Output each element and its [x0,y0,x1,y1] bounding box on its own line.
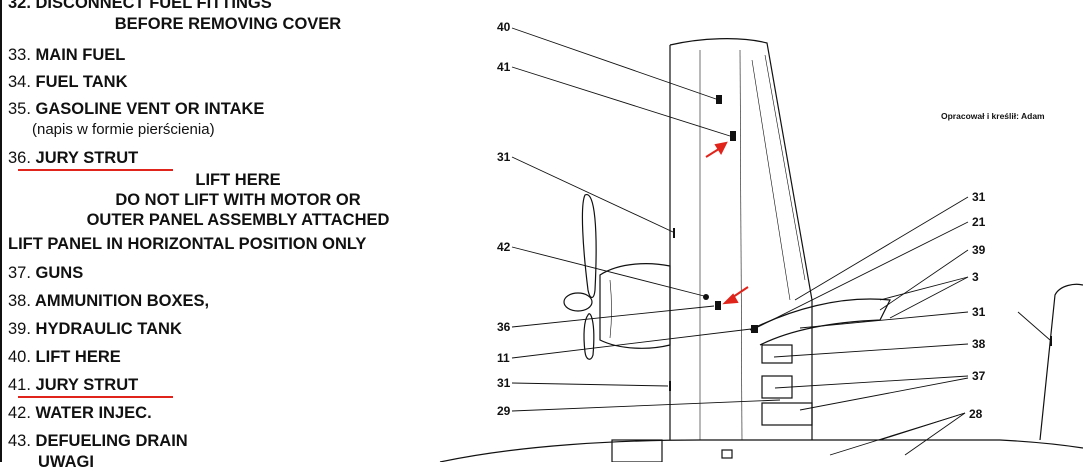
wing-panel-rib-2 [739,49,743,441]
callout-36: 36 [497,320,511,334]
callout-38: 38 [972,337,986,351]
callout-37: 37 [972,369,986,383]
legend-item-40: 40. LIFT HERE [8,348,121,366]
legend-item-43: 43. DEFUELING DRAIN [8,432,188,450]
leader-21 [757,221,969,328]
leader-3b [889,276,969,319]
legend-item-36-l3: OUTER PANEL ASSEMBLY ATTACHED [86,211,390,229]
leader-40 [511,27,717,100]
red-underline-36 [18,169,173,171]
legend-item-42: 42. WATER INJEC. [8,404,152,422]
fuselage-detail [721,449,733,459]
mark-31c [669,381,671,391]
leader-36 [511,305,715,328]
callout-31d: 31 [972,305,986,319]
red-arrow-41-head [714,141,728,156]
mark-31a [673,228,675,238]
leader-37 [774,375,969,389]
legend-item-34: 34. FUEL TANK [8,73,128,91]
callout-40: 40 [497,20,511,34]
leader-3a [879,276,969,301]
legend-item-36: 36. JURY STRUT [8,149,139,167]
leader-31d-right [1017,311,1051,341]
leader-28c [829,412,966,456]
legend-item-35-note: (napis w formie pierścienia) [32,121,215,138]
propeller-spinner [563,292,593,312]
legend-item-41: 41. JURY STRUT [8,376,139,394]
red-underline-41 [18,396,173,398]
legend-item-35: 35. GASOLINE VENT OR INTAKE [8,100,265,118]
legend-item-37: 37. GUNS [8,264,84,282]
callout-29: 29 [497,404,511,418]
legend-item-33: 33. MAIN FUEL [8,46,126,64]
callout-39: 39 [972,243,986,257]
mark-42 [703,294,709,300]
leader-31d-left [799,311,969,329]
red-arrow-36-head [722,293,739,305]
mark-40 [716,95,722,104]
box-28 [761,402,813,426]
fuselage-hatch [611,439,663,462]
leader-31a [511,156,674,233]
mark-31d [1050,336,1052,346]
legend-panel: 32. DISCONNECT FUEL FITTINGS BEFORE REMO… [0,0,462,471]
legend-item-36-l4: LIFT PANEL IN HORIZONTAL POSITION ONLY [8,235,367,253]
leader-28b [904,412,966,456]
leader-38 [773,343,969,358]
leader-42 [511,246,705,297]
mark-11 [751,325,758,333]
wing-panel-right-edge [669,38,813,440]
legend-item-38: 38. AMMUNITION BOXES, [8,292,210,310]
fuselage-outline [439,439,1083,462]
credit-text: Opracował i kreślił: Adam [941,111,1045,121]
callout-3: 3 [972,270,979,284]
mark-41 [730,131,736,141]
callout-31b: 31 [972,190,986,204]
leader-11 [511,328,752,359]
aircraft-drawing: 40 41 31 42 36 11 31 29 31 21 39 3 31 38… [439,20,1083,462]
legend-item-39: 39. HYDRAULIC TANK [8,320,182,338]
leader-39 [879,249,969,311]
aileron-line [751,59,791,301]
propeller-blade-bottom [583,313,595,360]
leader-29 [511,399,781,412]
callout-31c: 31 [497,376,511,390]
callout-42: 42 [497,240,511,254]
propeller-blade-top [581,194,597,299]
wing-stub [749,298,891,346]
cowl-line [609,279,612,339]
mark-36 [715,301,721,310]
leader-37b [799,377,969,411]
legend-item-32-line2: BEFORE REMOVING COVER [114,15,342,33]
callout-21: 21 [972,215,986,229]
aileron-line-2 [764,54,806,281]
callout-41: 41 [497,60,511,74]
leader-31c [511,382,669,387]
callout-11: 11 [497,351,510,365]
legend-item-32: 32. DISCONNECT FUEL FITTINGS [8,0,272,12]
second-wing-outline [1039,283,1083,441]
legend-item-36-l2: DO NOT LIFT WITH MOTOR OR [115,191,361,209]
callout-31a: 31 [497,150,511,164]
box-38 [761,344,793,364]
legend-item-36-l1: LIFT HERE [195,171,281,189]
callout-28: 28 [969,407,983,421]
leader-31b [794,196,969,301]
leader-41 [511,66,731,137]
